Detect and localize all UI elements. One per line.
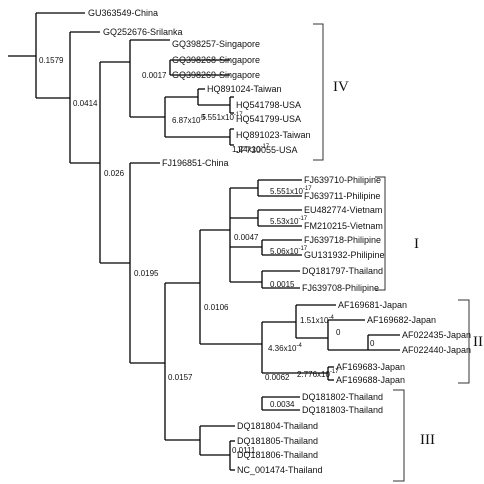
tip-label: AF169681-Japan	[338, 300, 407, 310]
tip-label: JF730055-USA	[236, 145, 298, 155]
tip-label: EU482774-Vietnam	[304, 205, 382, 215]
tip-label: AF022440-Japan	[402, 345, 471, 355]
tip-label: FJ639711-Philipine	[304, 191, 380, 201]
clade-brackets	[313, 23, 470, 482]
clade-i-label: I	[414, 236, 419, 252]
clade-ii-bracket	[458, 299, 470, 384]
tip-label: AF169682-Japan	[367, 315, 436, 325]
branch-label: 0.1579	[39, 56, 64, 65]
tip-label: FJ196851-China	[162, 158, 229, 168]
branch-label: 0.0157	[168, 373, 193, 382]
branch-label: 6.87x10-5	[172, 115, 206, 125]
branch-label: 0.0015	[270, 280, 295, 289]
tree-branches	[8, 12, 400, 471]
branch-label: 5.06x10-17	[270, 246, 308, 256]
branch-label: 4.36x10-4	[268, 343, 302, 353]
tip-label: GQ398268-Singapore	[172, 55, 260, 65]
tip-label: HQ891023-Taiwan	[236, 130, 311, 140]
branch-label: 1.24x10-17	[232, 144, 270, 154]
tip-label: NC_001474-Thailand	[237, 465, 323, 475]
branch-label: 1.51x10-4	[300, 315, 334, 325]
branch-label: 0.0106	[204, 303, 229, 312]
clade-i-bracket	[375, 176, 386, 291]
tip-label: GU363549-China	[88, 8, 158, 18]
branch-label: 0	[370, 339, 375, 348]
tip-label: DQ181802-Thailand	[302, 392, 383, 402]
branch-label: 0.026	[104, 169, 125, 178]
tip-label: AF169688-Japan	[336, 375, 405, 385]
tip-label: AF022435-Japan	[402, 330, 471, 340]
branch-label: 5.551x10-17	[201, 112, 243, 122]
branch-label: 0.0195	[134, 269, 159, 278]
tip-label: GQ398257-Singapore	[172, 39, 260, 49]
tip-label: FJ639710-Philipine	[304, 175, 381, 185]
branch-label: 0.0111	[232, 446, 256, 455]
branch-labels: 0.1579 0.0414 0.0017 6.87x10-5 5.551x10-…	[39, 56, 375, 455]
tip-label: DQ181806-Thailand	[237, 450, 318, 460]
clade-iv-bracket	[313, 23, 324, 161]
tip-label: FJ639718-Philipine	[304, 235, 381, 245]
clade-iv-label: IV	[333, 79, 349, 95]
branch-label: 0.0047	[234, 233, 259, 242]
tip-label: AF169683-Japan	[336, 362, 405, 372]
tip-label: HQ541799-USA	[236, 114, 301, 124]
branch-label: 2.776x10-17	[297, 369, 339, 379]
clade-iii-bracket	[393, 389, 405, 482]
tip-label: GQ398269-Singapore	[172, 70, 260, 80]
tip-labels: GU363549-China GQ252676-Srilanka GQ39825…	[88, 8, 471, 475]
branch-label: 0.0414	[73, 99, 98, 108]
branch-label: 0	[336, 328, 341, 337]
branch-label: 5.53x10-17	[270, 216, 308, 226]
tip-label: HQ541798-USA	[236, 100, 301, 110]
branch-label: 0.0062	[265, 373, 290, 382]
tip-label: HQ891024-Taiwan	[207, 84, 282, 94]
tip-label: GQ252676-Srilanka	[103, 27, 183, 37]
tip-label: DQ181805-Thailand	[237, 436, 318, 446]
tip-label: FJ639708-Philipine	[302, 283, 379, 293]
branch-label: 0.0034	[270, 400, 295, 409]
branch-label: 0.0017	[142, 71, 167, 80]
tip-label: DQ181804-Thailand	[237, 421, 318, 431]
clade-iii-label: III	[420, 432, 435, 448]
tip-label: DQ181797-Thailand	[302, 266, 383, 276]
tip-label: GU131932-Philipine	[304, 250, 385, 260]
tip-label: DQ181803-Thailand	[302, 405, 383, 415]
branch-label: 5.551x10-17	[270, 186, 312, 196]
tip-label: FM210215-Vietnam	[304, 221, 383, 231]
clade-ii-label: II	[473, 334, 483, 350]
